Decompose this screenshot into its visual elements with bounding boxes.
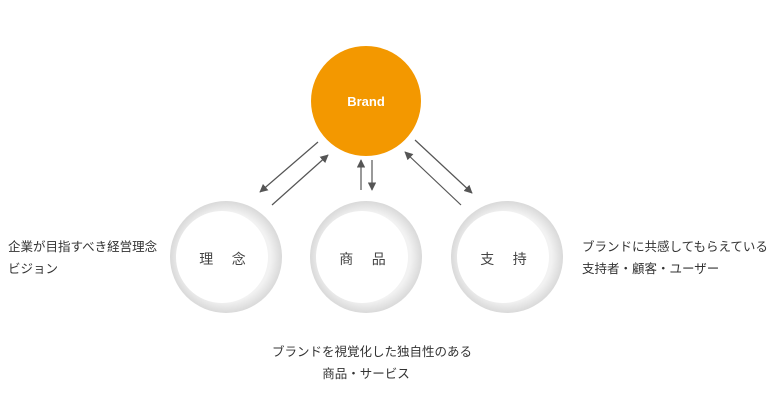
node-product (310, 201, 422, 313)
description-product: ブランドを視覚化した独自性のある 商品・サービス (272, 341, 473, 385)
description-line: ブランドに共感してもらえている (582, 239, 767, 254)
arrow-brand-to-philosophy (259, 141, 319, 193)
arrow-philosophy-to-brand (271, 154, 329, 206)
description-line: ブランドを視覚化した独自性のある (272, 344, 473, 359)
description-line: 商品・サービス (322, 366, 410, 381)
description-support: ブランドに共感してもらえている 支持者・顧客・ユーザー (582, 236, 767, 280)
brand-circle (311, 46, 421, 156)
node-philosophy (170, 201, 282, 313)
description-philosophy: 企業が目指すべき経営理念 ビジョン (8, 236, 157, 280)
description-line: 支持者・顧客・ユーザー (582, 261, 720, 276)
arrow-brand-to-support (414, 139, 473, 194)
description-line: 企業が目指すべき経営理念 (8, 239, 158, 254)
brand-label: Brand (347, 94, 385, 109)
description-line: ビジョン (8, 261, 59, 276)
node-label-product: 商 品 (339, 252, 393, 268)
arrow-support-to-brand (404, 151, 462, 206)
node-support (451, 201, 563, 313)
node-label-support: 支 持 (480, 252, 534, 268)
node-label-philosophy: 理 念 (199, 252, 253, 268)
